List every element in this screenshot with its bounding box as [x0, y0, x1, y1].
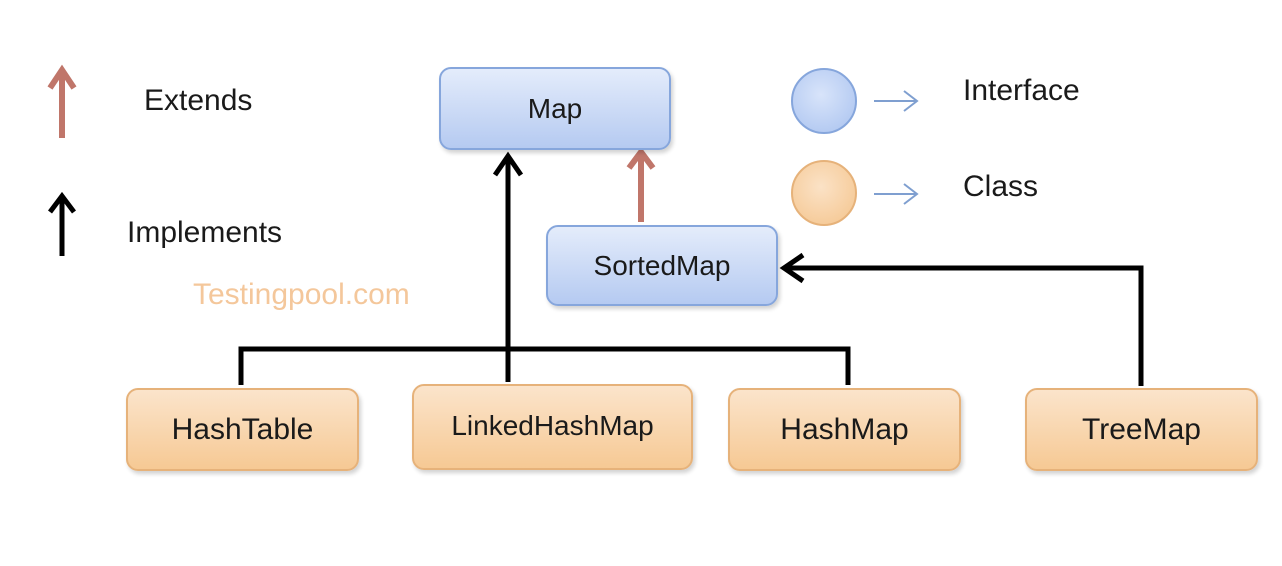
legend-extends-arrow — [47, 64, 77, 138]
legend-class-label: Class — [963, 170, 1039, 203]
node-sortedmap-label: SortedMap — [593, 249, 731, 281]
node-hashmap-label: HashMap — [780, 412, 909, 446]
sortedmap-extends-map-arrow — [626, 147, 656, 222]
treemap-implements-sortedmap-connector — [779, 252, 1144, 386]
legend-implements-arrow — [48, 191, 76, 256]
node-treemap: TreeMap — [1025, 388, 1258, 471]
legend-class-pointer — [874, 183, 919, 205]
node-map-label: Map — [527, 92, 583, 124]
node-linkedhashmap: LinkedHashMap — [412, 384, 693, 470]
watermark: Testingpool.com — [193, 278, 410, 311]
node-hashtable-label: HashTable — [171, 412, 314, 446]
legend-interface-pointer — [874, 90, 919, 112]
node-treemap-label: TreeMap — [1082, 412, 1201, 446]
node-hashmap: HashMap — [728, 388, 961, 471]
legend-extends-label: Extends — [144, 84, 253, 117]
legend-class-circle — [791, 160, 857, 226]
node-map: Map — [439, 67, 671, 150]
node-sortedmap: SortedMap — [546, 225, 778, 306]
legend-interface-circle — [791, 68, 857, 134]
implements-map-connector — [238, 151, 851, 385]
node-linkedhashmap-label: LinkedHashMap — [451, 410, 654, 441]
legend-interface-label: Interface — [963, 74, 1080, 107]
node-hashtable: HashTable — [126, 388, 359, 471]
legend-implements-label: Implements — [127, 216, 283, 249]
